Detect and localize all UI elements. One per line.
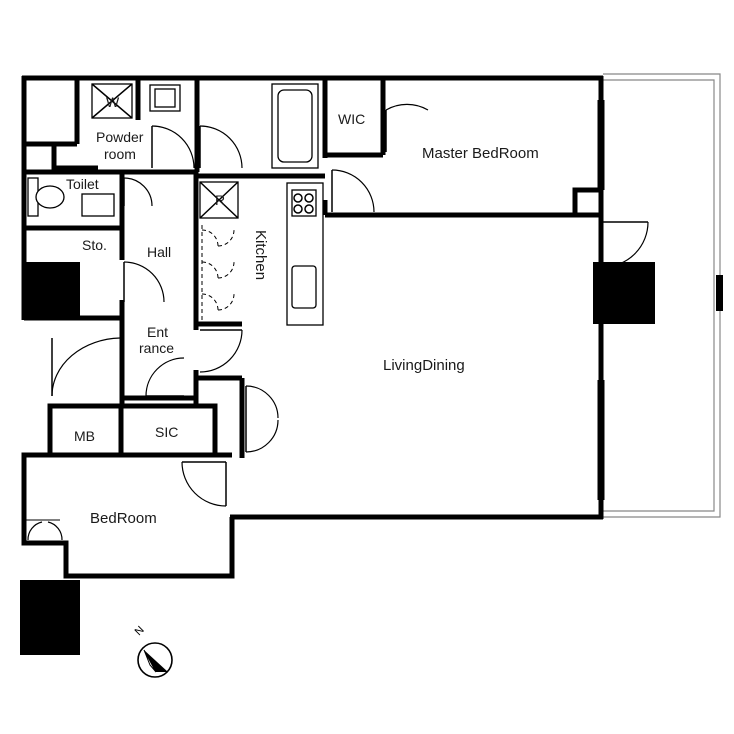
storage-label: Sto. — [82, 237, 107, 253]
interior-walls — [24, 78, 604, 458]
entrance-label-line1: Ent — [147, 324, 168, 340]
columns — [20, 262, 655, 655]
doors — [27, 103, 649, 541]
toilet-label: Toilet — [66, 176, 99, 192]
compass-icon: N — [133, 624, 173, 678]
balcony — [603, 73, 723, 518]
wic-label: WIC — [338, 111, 365, 127]
fixtures — [27, 83, 324, 326]
entrance-label-line2: rance — [139, 340, 174, 356]
toilet-icon — [27, 177, 115, 217]
sic-label: SIC — [155, 424, 178, 440]
compass-north-label: N — [133, 624, 147, 638]
refrigerator-icon — [199, 181, 239, 219]
master-bedroom-label: Master BedRoom — [422, 145, 539, 162]
powder-room-label-line1: Powder — [96, 129, 144, 145]
living-dining-label: LivingDining — [383, 357, 465, 374]
mb-label: MB — [74, 428, 95, 444]
room-labels: W Powder room Toilet WIC Master BedRoom … — [66, 94, 539, 527]
refrigerator-label: R — [215, 192, 225, 208]
pantry-cabinet — [201, 225, 235, 320]
kitchen-label: Kitchen — [252, 230, 269, 280]
powder-room-label-line2: room — [104, 146, 136, 162]
kitchen-counter — [286, 182, 324, 326]
washer-label: W — [106, 94, 120, 110]
hall-label: Hall — [147, 244, 171, 260]
washer-icon — [91, 83, 133, 119]
windows — [26, 100, 605, 521]
bathtub-icon — [271, 83, 319, 169]
bedroom-label: BedRoom — [90, 510, 157, 527]
